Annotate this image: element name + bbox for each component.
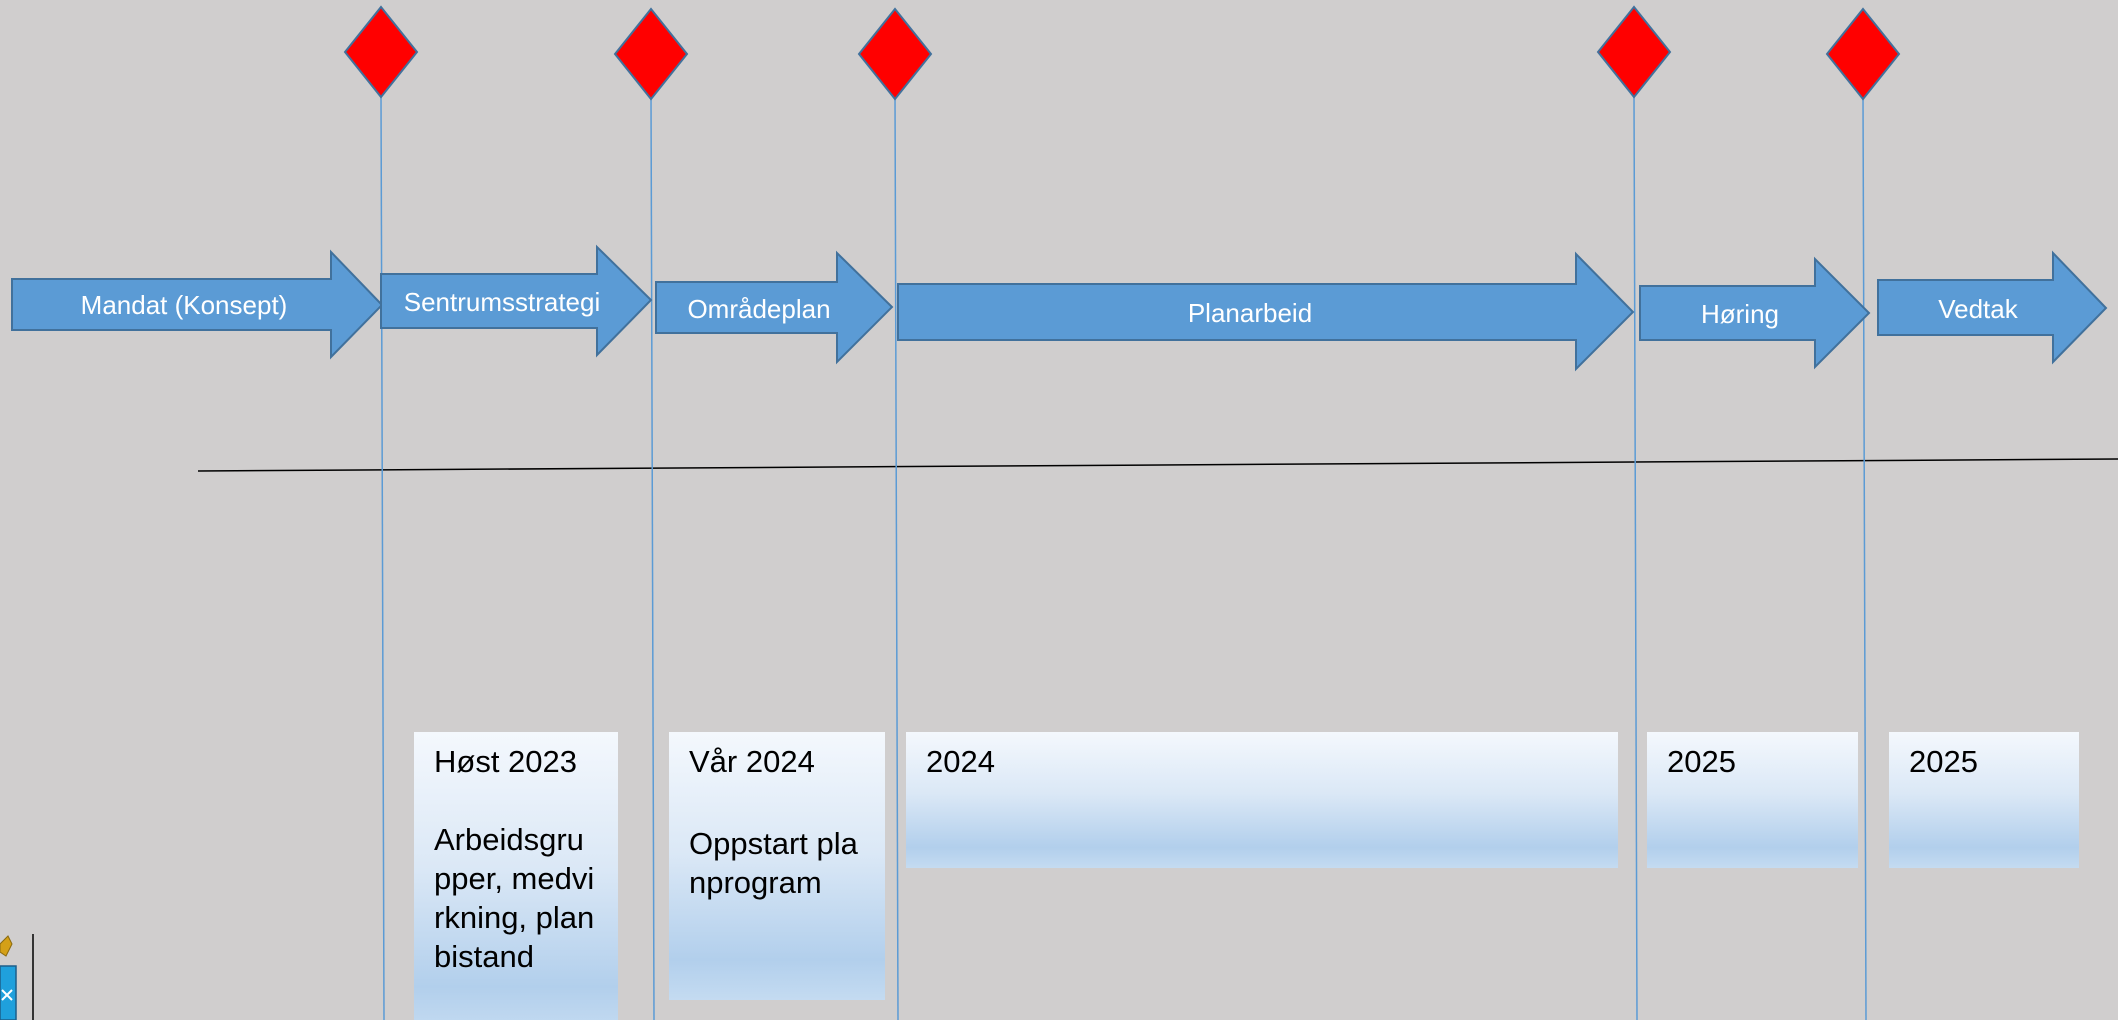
arrow-shape bbox=[897, 251, 1635, 372]
milestone-diamond-icon bbox=[613, 7, 689, 101]
phase-label: Vedtak bbox=[1938, 294, 2019, 324]
phase-label: Områdeplan bbox=[687, 294, 830, 324]
info-box-2024: 2024 bbox=[906, 732, 1618, 868]
box-period: 2024 bbox=[926, 744, 995, 779]
milestone-diamond-icon bbox=[343, 5, 419, 99]
phase-arrow-planarbeid: Planarbeid bbox=[897, 251, 1635, 372]
milestone-connector-line bbox=[650, 94, 655, 1020]
phase-arrow-vedtak: Vedtak bbox=[1877, 250, 2108, 365]
info-box-var-2024: Vår 2024 Oppstart planprogram bbox=[669, 732, 885, 1000]
phase-arrow-sentrumsstrategi: Sentrumsstrategi bbox=[380, 244, 653, 358]
coat-of-arms-icon bbox=[0, 934, 34, 1020]
info-box-host-2023: Høst 2023 Arbeidsgrupper, medvirkning, p… bbox=[414, 732, 618, 1020]
arrow-shape bbox=[1877, 250, 2108, 365]
arrow-shape bbox=[655, 250, 894, 365]
box-description: Oppstart planprogram bbox=[689, 826, 858, 900]
milestone-connector-line bbox=[1862, 94, 1867, 1020]
milestone-connector-line bbox=[380, 94, 385, 1020]
phase-label: Planarbeid bbox=[1188, 298, 1312, 328]
box-period: 2025 bbox=[1909, 744, 1978, 779]
phase-arrow-omradeplan: Områdeplan bbox=[655, 250, 894, 365]
arrow-shape bbox=[11, 249, 384, 360]
box-period: 2025 bbox=[1667, 744, 1736, 779]
phase-arrow-horing: Høring bbox=[1639, 256, 1871, 370]
info-box-2025-horing: 2025 bbox=[1647, 732, 1858, 868]
milestone-connector-line bbox=[894, 94, 899, 1020]
box-description: Arbeidsgrupper, medvirkning, planbistand bbox=[434, 822, 595, 974]
arrow-shape bbox=[380, 244, 653, 358]
phase-arrow-mandat: Mandat (Konsept) bbox=[11, 249, 384, 360]
milestone-connector-line bbox=[1633, 94, 1638, 1020]
phase-label: Høring bbox=[1701, 299, 1779, 329]
milestone-diamond-icon bbox=[1596, 5, 1672, 99]
milestone-diamond-icon bbox=[1825, 7, 1901, 101]
box-period: Høst 2023 bbox=[434, 744, 578, 779]
arrow-shape bbox=[1639, 256, 1871, 370]
box-period: Vår 2024 bbox=[689, 744, 815, 779]
phase-label: Sentrumsstrategi bbox=[404, 287, 601, 317]
phase-label: Mandat (Konsept) bbox=[81, 290, 288, 320]
info-box-2025-vedtak: 2025 bbox=[1889, 732, 2079, 868]
milestone-diamond-icon bbox=[857, 7, 933, 101]
divider-line bbox=[197, 458, 2118, 472]
